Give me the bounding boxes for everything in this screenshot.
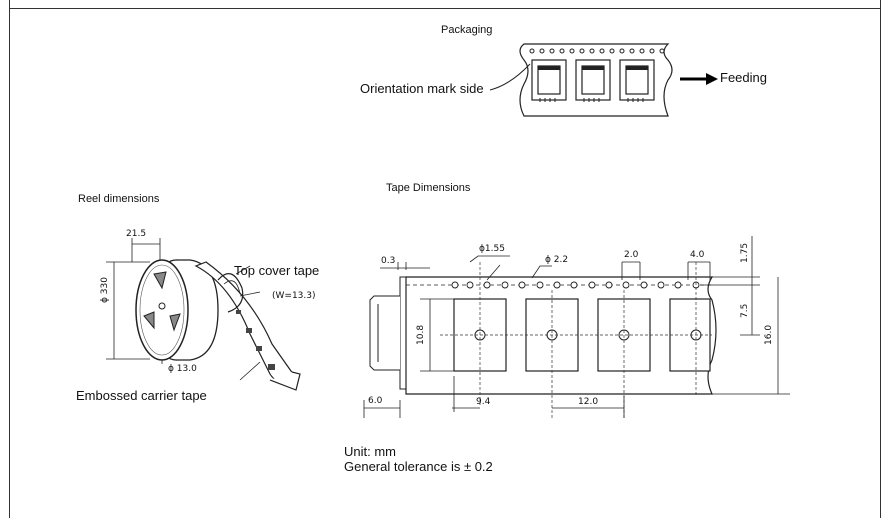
reel-width-dim: 21.5	[126, 229, 147, 239]
embossed-carrier-tape-label: Embossed carrier tape	[76, 388, 207, 403]
unit-note: Unit: mm	[344, 444, 396, 459]
pocket-height-dim: 10.8	[416, 324, 426, 345]
top-margin-dim: 1.75	[740, 242, 750, 263]
orientation-mark-label: Orientation mark side	[360, 81, 484, 96]
reel-drawing	[106, 238, 301, 391]
tape-title: Tape Dimensions	[386, 182, 471, 194]
packaging-tape-drawing	[519, 43, 673, 117]
hole-pitch-b-dim: 4.0	[690, 250, 705, 260]
tape-width-dim: 16.0	[764, 324, 774, 345]
cover-width-dim: (W=13.3)	[272, 291, 316, 301]
pocket-hole-dim: ϕ 2.2	[545, 255, 569, 265]
notes-block: Unit: mm General tolerance is ± 0.2	[344, 444, 493, 474]
sprocket-hole-dim: ϕ1.55	[479, 244, 505, 254]
feeding-label: Feeding	[720, 70, 767, 85]
tape-edge-dim: 0.3	[381, 256, 396, 266]
hole-pitch-a-dim: 2.0	[624, 250, 639, 260]
tolerance-note: General tolerance is ± 0.2	[344, 459, 493, 474]
reel-title: Reel dimensions	[78, 193, 160, 205]
tape-depth-dim: 6.0	[368, 396, 383, 406]
pocket-center-dim: 7.5	[740, 303, 750, 318]
pocket-width-dim: 9.4	[476, 397, 491, 407]
reel-hub-dim: ϕ 13.0	[168, 364, 197, 374]
packaging-title: Packaging	[441, 24, 493, 36]
pitch-dim: 12.0	[578, 397, 599, 407]
feeding-arrow-icon	[680, 73, 718, 85]
top-cover-tape-label: Top cover tape	[234, 263, 320, 278]
drawing-frame	[9, 0, 881, 518]
